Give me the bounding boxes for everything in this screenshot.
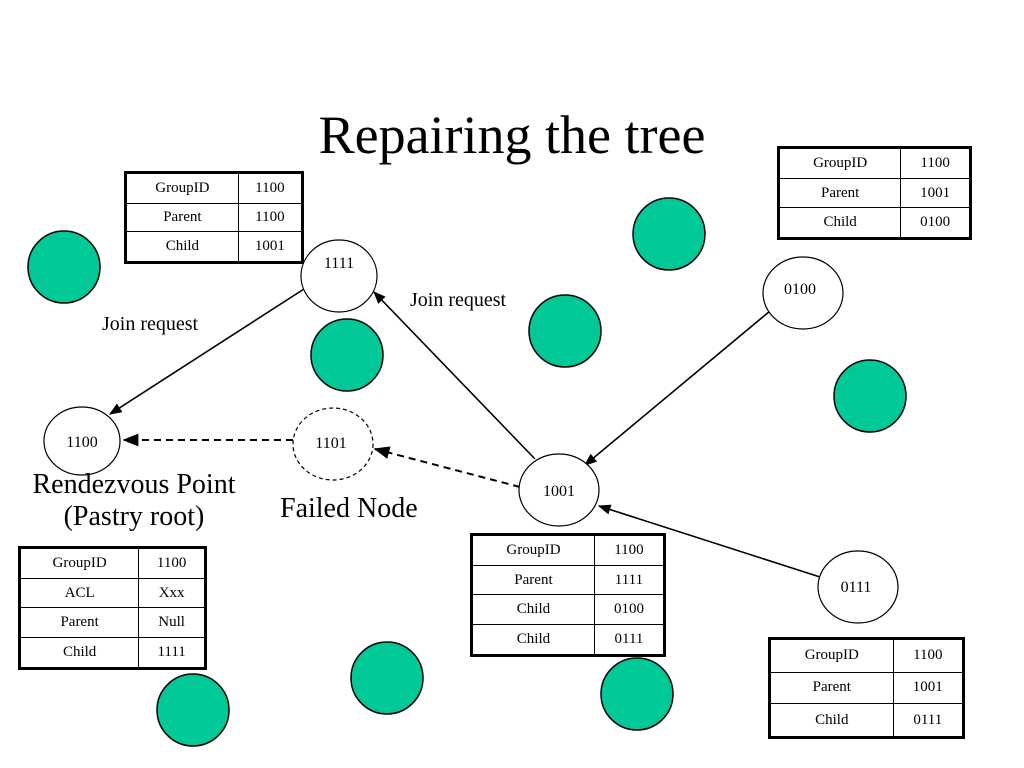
node-0100-label: 0100	[784, 281, 816, 298]
table-cell: 1100	[593, 533, 666, 567]
node-1100: 1100	[43, 406, 121, 476]
edge-1001-to-1111	[373, 291, 536, 460]
table-cell: 1111	[593, 565, 666, 596]
table-cell: 1100	[237, 202, 304, 233]
node-1111: 1111	[300, 239, 378, 313]
slide-title: Repairing the tree	[318, 105, 706, 165]
table-cell: Parent	[777, 177, 902, 209]
table-cell: ACL	[18, 578, 140, 609]
edge-0111-to-1001	[597, 504, 821, 578]
table-cell: Parent	[125, 202, 239, 233]
rendezvous-line1: Rendezvous Point	[32, 469, 236, 500]
table-cell: 0100	[593, 594, 666, 625]
table-cell: GroupID	[18, 546, 140, 580]
table-cell: Parent	[18, 607, 140, 638]
table-cell: 0111	[892, 703, 965, 738]
table-cell: 1111	[138, 636, 206, 670]
table-cell: 1001	[892, 671, 965, 705]
node-0100: 0100	[762, 256, 844, 330]
table-cell: Parent	[471, 565, 595, 596]
table-cell: Child	[18, 636, 140, 670]
table-cell: Parent	[769, 671, 894, 705]
edge-1001-to-1101-dashed	[373, 446, 521, 488]
filler-node	[310, 318, 384, 392]
table-cell: Child	[471, 594, 595, 625]
table-cell: GroupID	[471, 533, 595, 567]
join-request-label-left: Join request	[102, 313, 199, 335]
filler-node	[600, 657, 674, 731]
table-cell: Xxx	[138, 578, 206, 609]
table-cell: 1100	[892, 638, 965, 673]
node-1111-label: 1111	[324, 255, 354, 272]
table-cell: Child	[777, 207, 902, 239]
node-1101-label: 1101	[315, 435, 346, 452]
filler-node	[833, 359, 907, 433]
table-cell: GroupID	[777, 147, 902, 179]
node-1001-label: 1001	[543, 483, 575, 500]
filler-nodes	[27, 197, 907, 747]
table-cell: 1100	[138, 546, 206, 580]
table-cell: 1001	[900, 177, 971, 209]
failed-node-label: Failed Node	[280, 493, 418, 524]
filler-node	[632, 197, 706, 271]
table-cell: Child	[769, 703, 894, 738]
filler-node	[350, 641, 424, 715]
node-0111-label: 0111	[841, 579, 872, 596]
table-cell: GroupID	[125, 172, 239, 204]
rendezvous-point-label: Rendezvous Point (Pastry root)	[4, 469, 264, 533]
node-1001: 1001	[518, 453, 600, 527]
edge-1111-to-1100	[108, 288, 305, 415]
node-0111: 0111	[817, 550, 899, 624]
table-cell: Null	[138, 607, 206, 638]
filler-node	[528, 294, 602, 368]
filler-node	[27, 230, 101, 304]
table-cell: Child	[125, 231, 239, 263]
rendezvous-line2: (Pastry root)	[63, 501, 205, 532]
filler-node	[156, 673, 230, 747]
table-cell: 0100	[900, 207, 971, 239]
node-1101-failed: 1101	[292, 407, 374, 481]
table-cell: Child	[471, 623, 595, 657]
edge-0100-to-1001	[584, 310, 771, 466]
table-cell: 1100	[237, 172, 304, 204]
join-request-label-mid: Join request	[410, 289, 507, 311]
table-cell: GroupID	[769, 638, 894, 673]
table-cell: 0111	[593, 623, 666, 657]
node-1100-label: 1100	[66, 434, 97, 451]
table-cell: 1100	[900, 147, 971, 179]
table-cell: 1001	[237, 231, 304, 263]
